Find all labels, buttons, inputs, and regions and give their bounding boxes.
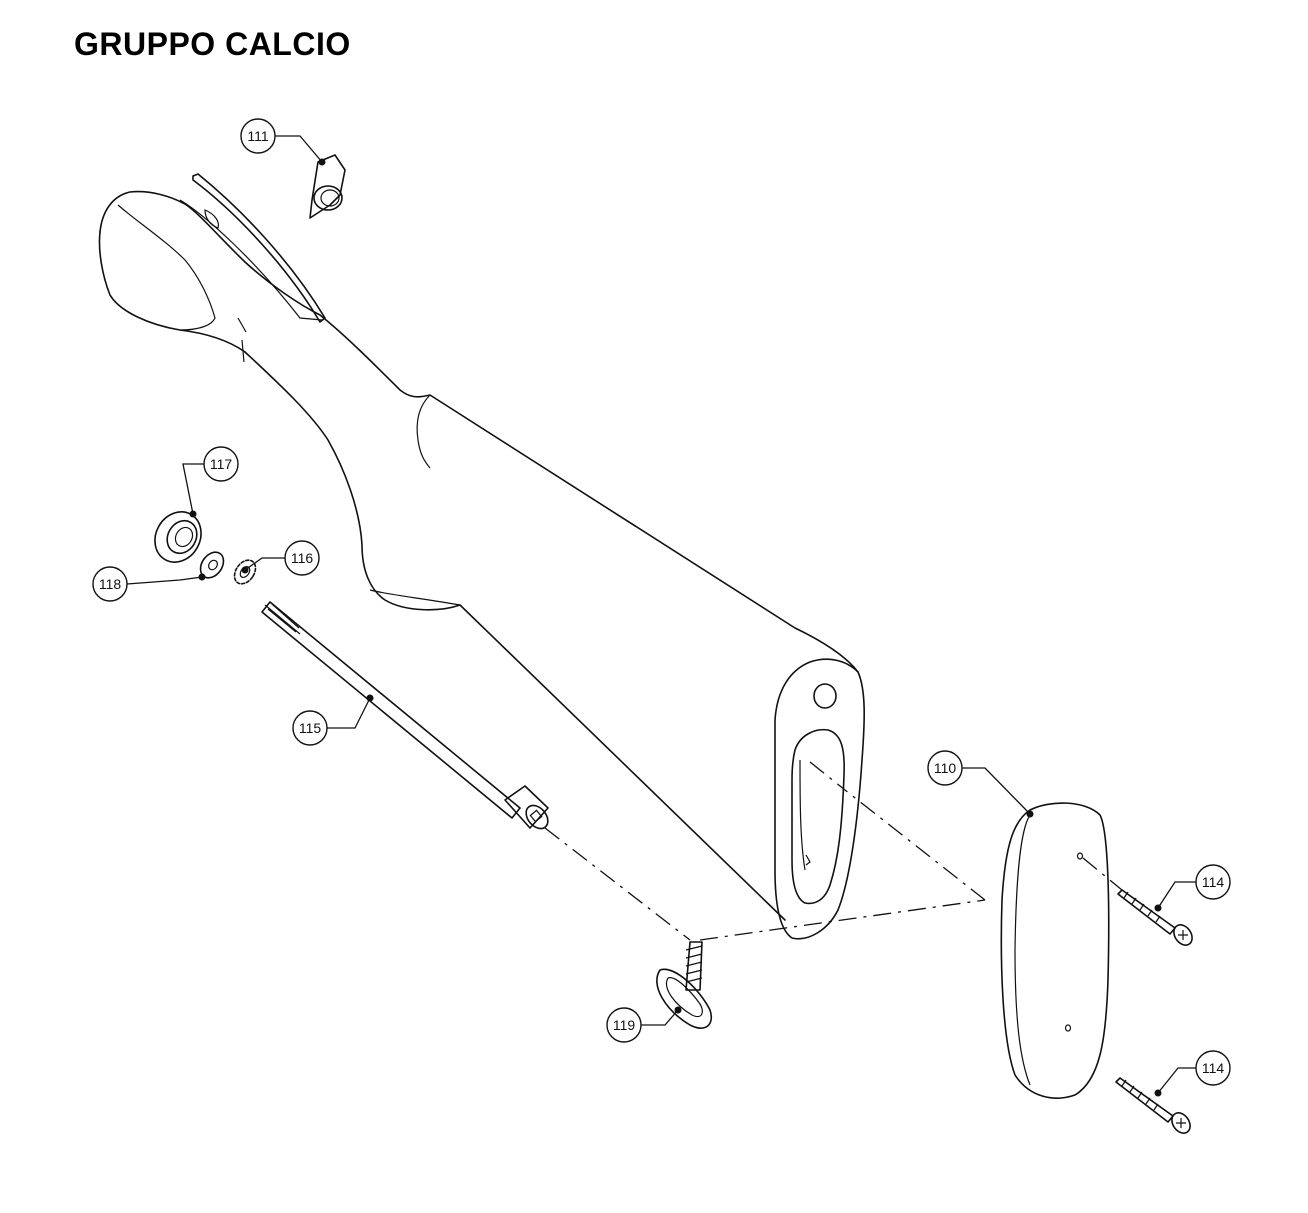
callout-label: 111 xyxy=(247,128,268,144)
part-115-draw-bolt xyxy=(261,601,549,830)
callout-114-lower: 114 xyxy=(1195,1050,1231,1086)
callout-115: 115 xyxy=(292,710,328,746)
callout-119: 119 xyxy=(606,1007,642,1043)
callout-label: 114 xyxy=(1202,1060,1225,1076)
callout-117: 117 xyxy=(203,446,239,482)
callout-label: 110 xyxy=(934,760,957,776)
diagram-title: GRUPPO CALCIO xyxy=(74,26,351,62)
callout-111: 111 xyxy=(240,118,276,154)
part-117-cup-washer xyxy=(154,511,202,563)
part-119-sling-swivel xyxy=(656,941,712,1029)
callout-label: 115 xyxy=(299,720,322,736)
callout-114-upper: 114 xyxy=(1195,864,1231,900)
assembly-lines xyxy=(544,761,1123,941)
callout-label: 119 xyxy=(613,1017,636,1033)
callout-110: 110 xyxy=(927,750,963,786)
callout-label: 114 xyxy=(1202,874,1225,890)
callout-118: 118 xyxy=(92,566,128,602)
callout-label: 118 xyxy=(99,576,122,592)
stock-body xyxy=(98,173,865,940)
part-114-screw-upper xyxy=(1117,889,1193,946)
leaders xyxy=(126,135,1196,1097)
part-110-recoil-pad xyxy=(1000,802,1110,1099)
part-114-screw-lower xyxy=(1115,1077,1191,1134)
part-111-tang-piece xyxy=(309,154,346,219)
callout-116: 116 xyxy=(284,540,320,576)
callout-label: 116 xyxy=(291,550,314,566)
callout-label: 117 xyxy=(210,456,233,472)
